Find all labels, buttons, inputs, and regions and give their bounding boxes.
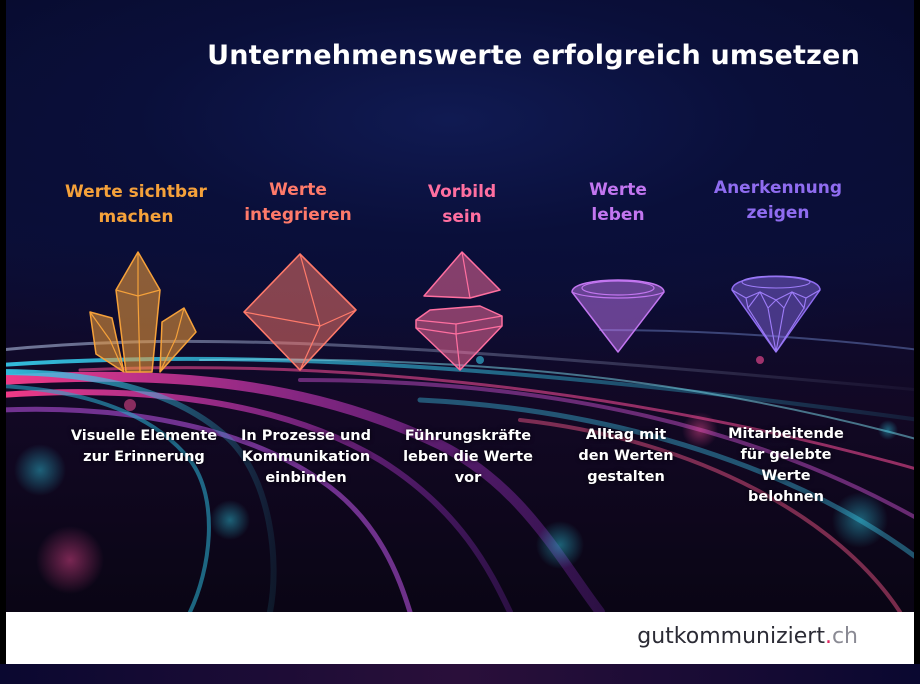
column-title-line: leben [591,205,645,225]
column-title-vorbild-sein: Vorbild sein [382,180,542,230]
description-line: einbinden [265,470,347,486]
column-description-4: Alltag mit den Werten gestalten [546,425,706,488]
column-title-line: zeigen [746,203,810,223]
description-line: leben die Werte vor [403,449,533,486]
description-line: Werte [761,468,811,484]
column-title-line: integrieren [244,205,352,225]
column-title-werte-leben: Werte leben [538,178,698,228]
page-title: Unternehmenswerte erfolgreich umsetzen [207,40,860,71]
frame-left [0,0,6,684]
description-line: Kommunikation [241,449,371,465]
column-title-werte-sichtbar-machen: Werte sichtbar machen [56,180,216,230]
description-line: belohnen [748,489,824,505]
brand-tld: ch [831,624,858,649]
description-line: Visuelle Elemente [70,428,218,444]
description-line: Alltag mit [585,427,667,443]
column-title-anerkennung-zeigen: Anerkennung zeigen [698,176,858,226]
brand-dot: . [824,624,832,649]
bottom-band [0,664,920,684]
brilliant-diamond-icon [731,275,821,353]
footer-bar: gutkommuniziert.ch [6,612,914,664]
description-line: Mitarbeitende [728,426,844,442]
description-line: gestalten [587,469,665,485]
octahedron-icon [243,253,357,371]
brand-name: gutkommuniziert [637,624,825,649]
column-description-2: In Prozesse und Kommunikation einbinden [226,426,386,489]
column-description-1: Visuelle Elemente zur Erinnerung [64,426,224,468]
column-title-werte-integrieren: Werte integrieren [218,178,378,228]
description-line: den Werten [578,448,674,464]
description-line: In Prozesse und [241,428,371,444]
description-line: Führungskräfte [404,428,532,444]
column-title-line: Werte [269,180,327,200]
diamond-icon [571,279,665,353]
column-title-line: Vorbild [427,182,497,202]
frame-right [914,0,920,684]
crystal-cluster-icon [89,251,197,373]
brand-logo[interactable]: gutkommuniziert.ch [637,624,858,649]
split-gem-icon [415,251,503,371]
column-title-line: Werte sichtbar [65,182,207,202]
column-title-line: machen [98,207,174,227]
description-line: für gelebte [740,447,832,463]
column-description-5: Mitarbeitende für gelebte Werte belohnen [706,424,866,508]
column-title-line: Anerkennung [713,178,843,198]
description-line: zur Erinnerung [83,449,205,465]
column-title-line: sein [442,207,482,227]
column-description-3: Führungskräfte leben die Werte vor [388,426,548,489]
column-title-line: Werte [589,180,647,200]
